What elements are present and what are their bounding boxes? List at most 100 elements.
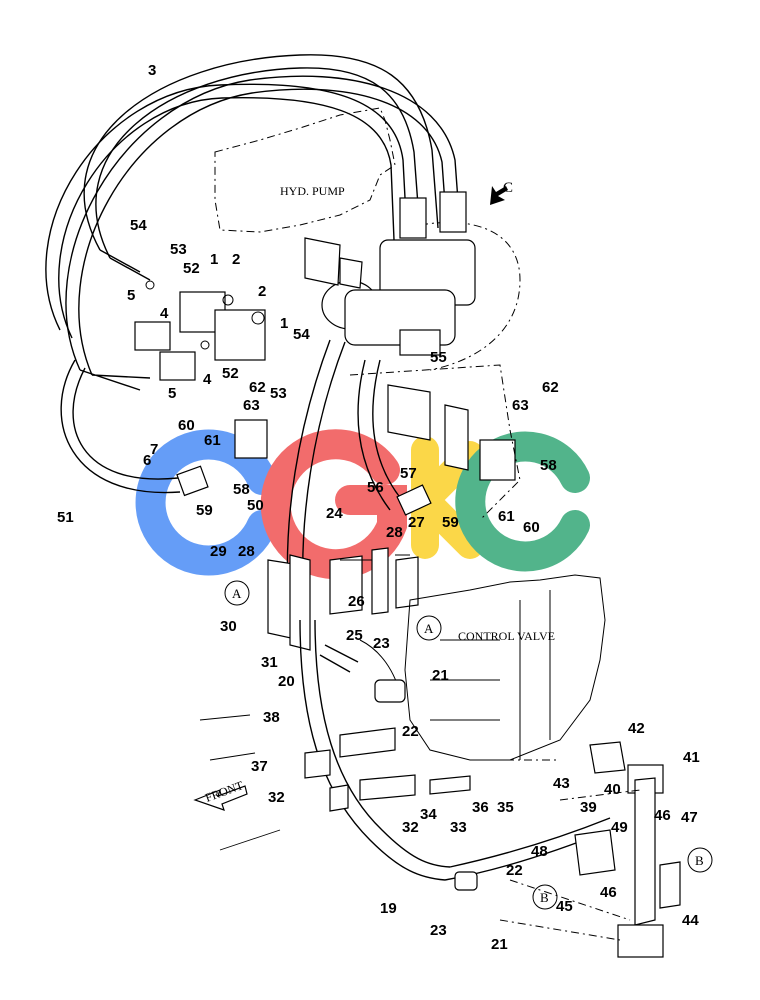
part-number-label: 21 [432, 667, 449, 684]
part-number-label: 55 [430, 349, 447, 366]
front-direction-arrow [193, 785, 248, 811]
part-number-label: 54 [130, 217, 147, 234]
part-number-label: 27 [408, 514, 425, 531]
part-number-label: 62 [249, 379, 266, 396]
callout-b-circle-2 [532, 884, 558, 910]
part-number-label: 63 [512, 397, 529, 414]
part-number-label: 30 [220, 618, 237, 635]
part-number-label: 33 [450, 819, 467, 836]
part-number-label: 19 [380, 900, 397, 917]
part-number-label: 44 [682, 912, 699, 929]
view-c-label: C [503, 180, 513, 196]
part-number-label: 54 [293, 326, 310, 343]
clamp-bracket-group [267, 547, 419, 651]
part-number-label: 56 [367, 479, 384, 496]
part-number-label: 57 [400, 465, 417, 482]
part-number-label: 43 [553, 775, 570, 792]
part-number-label: 29 [210, 543, 227, 560]
pump-fitting-assembly [321, 191, 476, 356]
bracket-39-44-group [470, 741, 681, 958]
part-number-label: 26 [348, 593, 365, 610]
part-number-label: 50 [247, 497, 264, 514]
part-number-label: 46 [600, 884, 617, 901]
part-number-label: 41 [683, 749, 700, 766]
part-number-label: 47 [681, 809, 698, 826]
part-number-label: 2 [232, 251, 240, 268]
callout-b-label-1: B [695, 853, 704, 868]
hydraulic-pump-outline [214, 107, 521, 371]
part-number-label: 46 [654, 807, 671, 824]
bracket-55-58-group [234, 364, 521, 521]
part-number-label: 1 [280, 315, 288, 332]
watermark [135, 429, 590, 580]
watermark-letter-g [260, 429, 407, 580]
part-number-label: 23 [430, 922, 447, 939]
part-number-label: 35 [497, 799, 514, 816]
part-number-label: 5 [168, 385, 176, 402]
callout-a-circle-1 [224, 580, 250, 606]
part-number-label: 53 [170, 241, 187, 258]
part-number-label: 36 [472, 799, 489, 816]
callout-a-circle-2 [416, 615, 442, 641]
control-valve [359, 574, 606, 761]
part-number-label: 5 [127, 287, 135, 304]
part-number-label: 32 [268, 789, 285, 806]
callout-b-circle-1 [687, 847, 713, 873]
part-number-label: 32 [402, 819, 419, 836]
part-number-label: 39 [580, 799, 597, 816]
callout-circles [224, 580, 713, 910]
watermark-letter-c1 [135, 429, 277, 576]
part-number-label: 37 [251, 758, 268, 775]
part-number-label: 58 [540, 457, 557, 474]
part-number-label: 52 [222, 365, 239, 382]
part-number-label: 62 [542, 379, 559, 396]
part-number-label: 60 [178, 417, 195, 434]
hose-3-group [45, 54, 461, 391]
part-number-label: 59 [196, 502, 213, 519]
part-number-label: 4 [203, 371, 212, 388]
part-number-label: 28 [386, 524, 403, 541]
part-number-label: 38 [263, 709, 280, 726]
view-c-arrow [490, 186, 508, 205]
part-number-label: 2 [258, 283, 266, 300]
part-number-label: 3 [148, 62, 156, 79]
part-number-label: 31 [261, 654, 278, 671]
hose-19-20-group [299, 619, 611, 891]
part-number-label: 61 [498, 508, 515, 525]
part-number-label: 60 [523, 519, 540, 536]
flange-block-group [134, 237, 363, 381]
part-number-label: 40 [604, 781, 621, 798]
callout-a-label-2: A [424, 621, 434, 636]
watermark-letter-c2 [455, 431, 590, 572]
part-number-label: 59 [442, 514, 459, 531]
part-number-label: 63 [243, 397, 260, 414]
control-valve-label: CONTROL VALVE [458, 629, 555, 643]
part-number-label: 23 [373, 635, 390, 652]
part-number-label: 1 [210, 251, 218, 268]
lower-bracket-group [199, 714, 471, 851]
part-number-label: 45 [556, 898, 573, 915]
part-number-label: 25 [346, 627, 363, 644]
part-number-label: 22 [506, 862, 523, 879]
part-number-label: 20 [278, 673, 295, 690]
part-number-label: 34 [420, 806, 437, 823]
part-number-label: 6 [143, 452, 151, 469]
part-number-label: 21 [491, 936, 508, 953]
part-number-label: 61 [204, 432, 221, 449]
part-number-label: 7 [150, 441, 158, 458]
callout-a-label-1: A [232, 586, 242, 601]
part-number-label: 52 [183, 260, 200, 277]
part-number-label: 42 [628, 720, 645, 737]
part-number-label: 49 [611, 819, 628, 836]
part-number-label: 24 [326, 505, 343, 522]
part-number-label: 4 [160, 305, 169, 322]
part-number-label: 28 [238, 543, 255, 560]
part-number-label: 48 [531, 843, 548, 860]
part-number-label: 51 [57, 509, 74, 526]
part-number-label: 53 [270, 385, 287, 402]
hyd-pump-label: HYD. PUMP [280, 184, 345, 198]
part-number-label: 22 [402, 723, 419, 740]
